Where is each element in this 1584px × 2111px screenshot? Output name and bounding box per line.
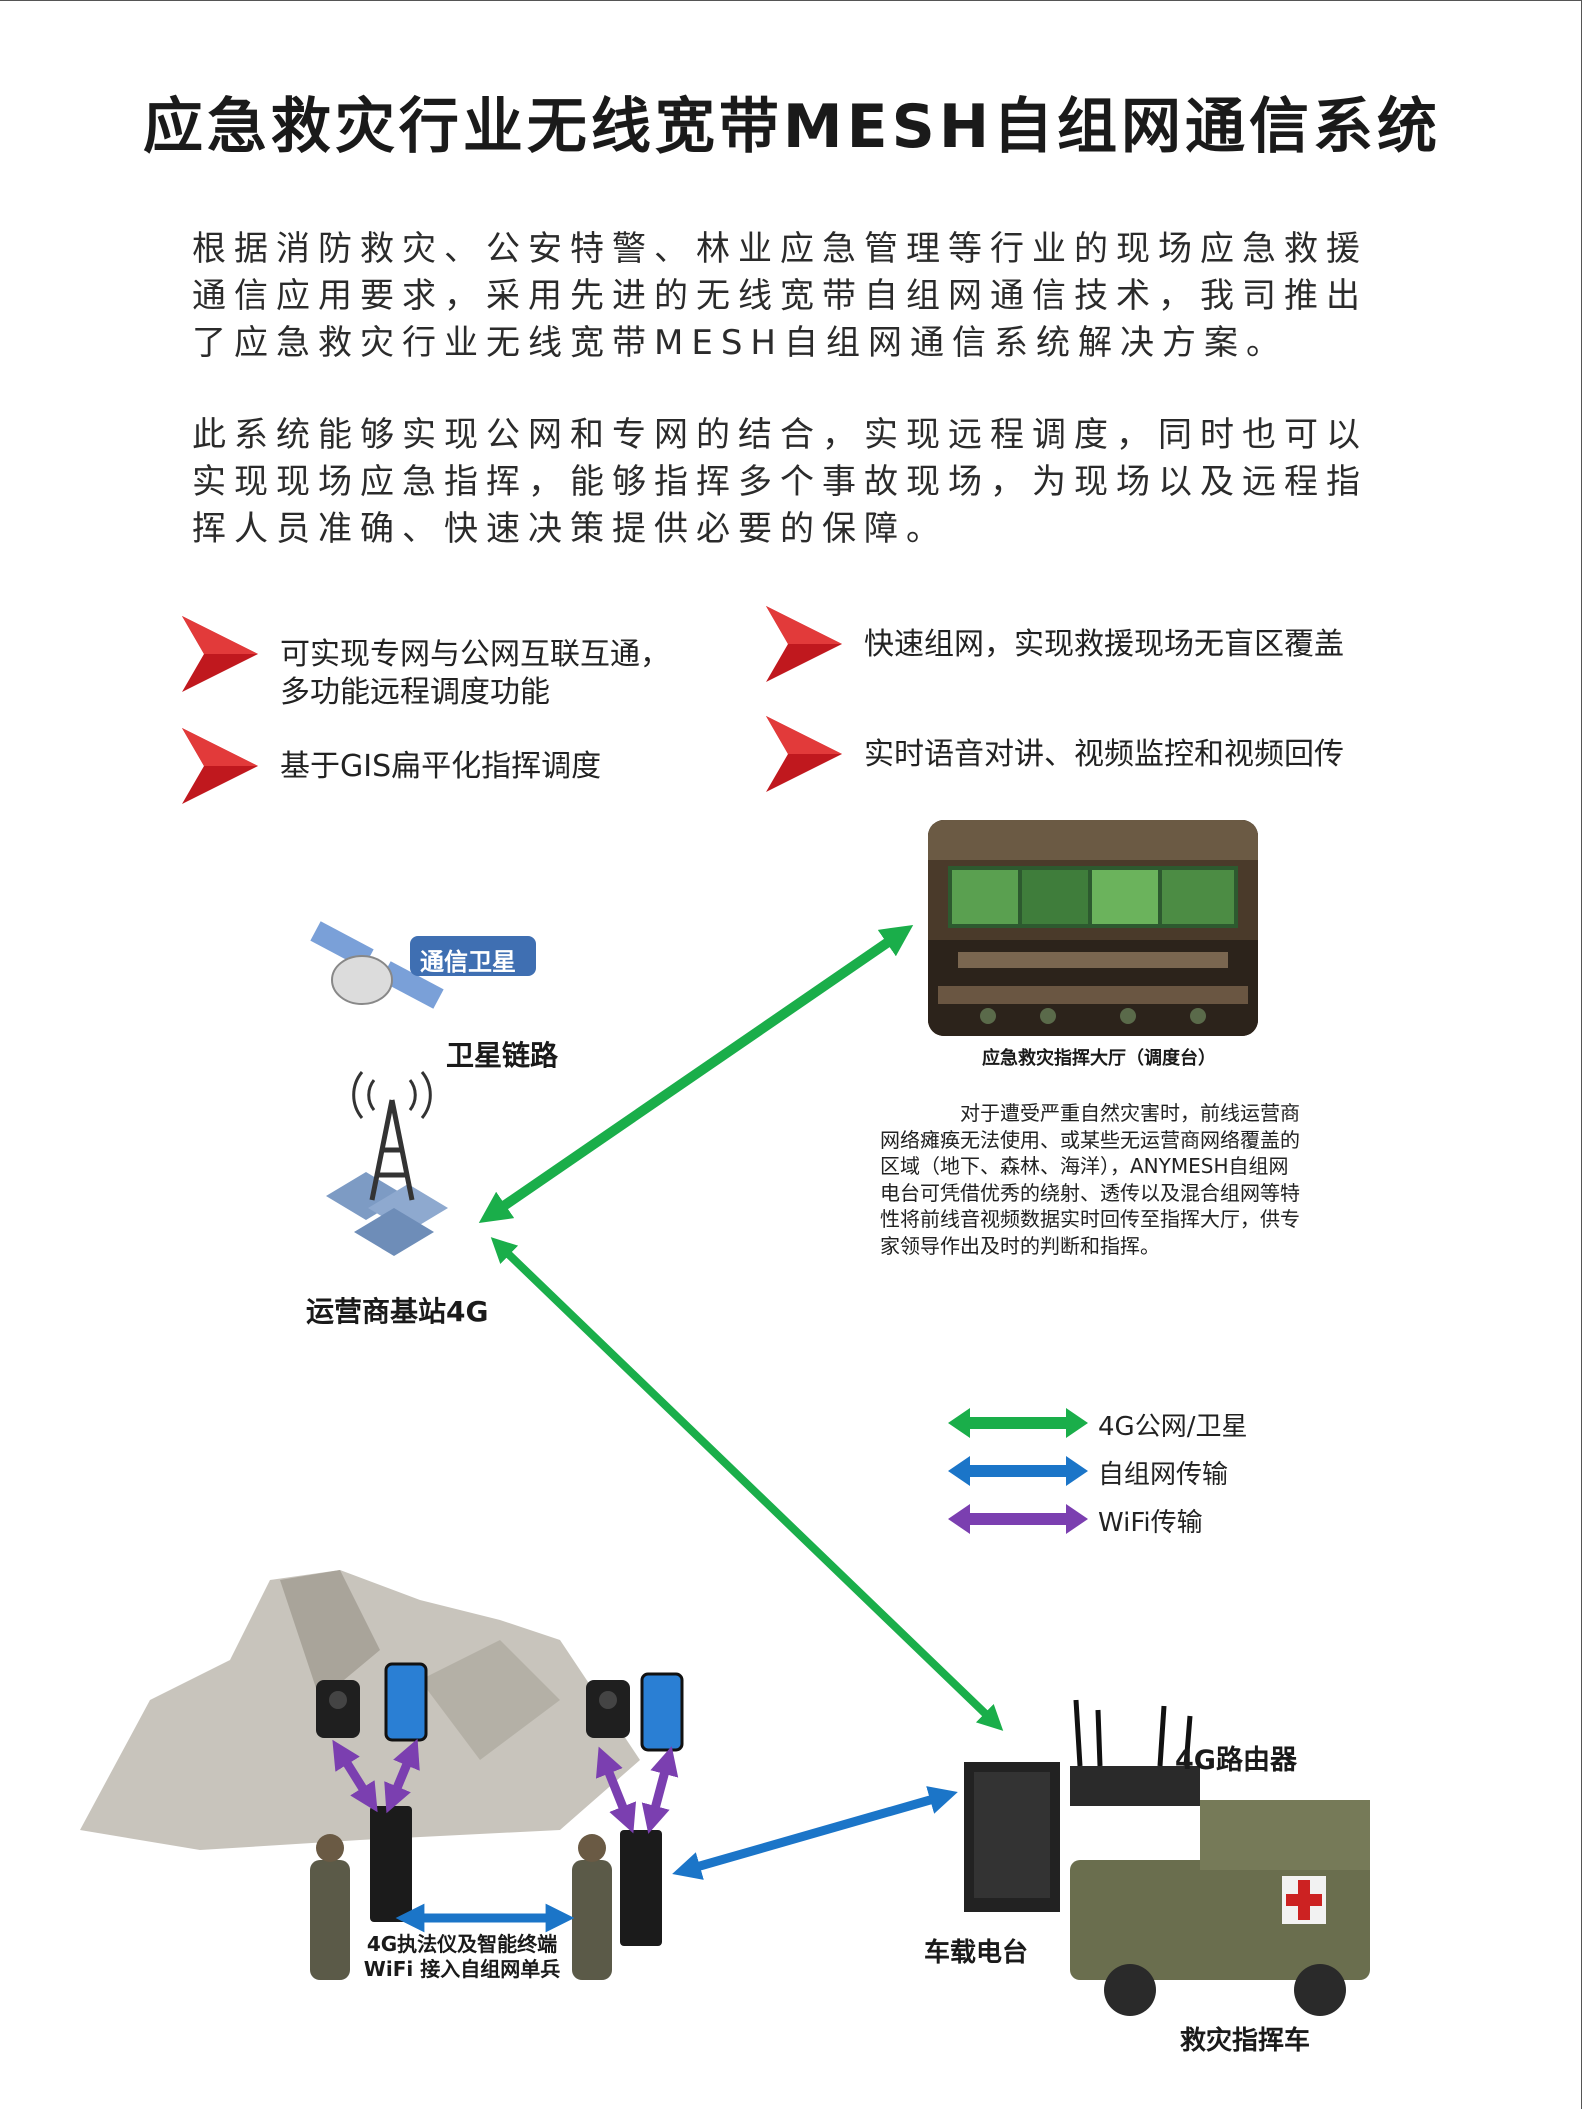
- feature-3-line-1: 基于GIS扁平化指挥调度: [280, 749, 602, 784]
- smartphone-icon: [640, 1672, 684, 1752]
- manpack-radio-icon: [620, 1830, 662, 1946]
- body-camera-icon: [586, 1680, 630, 1738]
- purple-double-arrow-icon: [948, 1504, 1088, 1534]
- command-vehicle-icon: [1070, 1800, 1370, 2016]
- legend-label: 4G公网/卫星: [1098, 1412, 1248, 1442]
- red-chevron-icon: [182, 728, 258, 804]
- command-vehicle-label: 救灾指挥车: [1180, 2026, 1311, 2056]
- red-chevron-icon: [766, 606, 842, 682]
- feature-4-line-1: 实时语音对讲、视频监控和视频回传: [864, 737, 1344, 772]
- body-camera-icon: [316, 1680, 360, 1738]
- soldier-label-line-1: 4G执法仪及智能终端: [366, 1932, 558, 1956]
- smartphone-icon: [384, 1662, 428, 1742]
- command-hall-caption: 应急救灾指挥大厅（调度台）: [982, 1048, 1216, 1069]
- legend-label: 自组网传输: [1098, 1460, 1229, 1490]
- satellite-badge-label: 通信卫星: [420, 948, 516, 976]
- link-wifi-phone-1: [384, 1738, 420, 1814]
- intro-paragraph-2: 此系统能够实现公网和专网的结合，实现远程调度，同时也可以实现现场应急指挥，能够指…: [192, 415, 1368, 549]
- link-tower-to-vehicle: [490, 1237, 1004, 1731]
- manpack-radio-icon: [370, 1806, 412, 1922]
- vehicle-radio-icon: [964, 1762, 1060, 1912]
- link-wifi-cam-1: [332, 1739, 378, 1813]
- blue-double-arrow-icon: [948, 1456, 1088, 1486]
- satellite-icon: [310, 921, 444, 1009]
- feature-1-line-2: 多功能远程调度功能: [280, 675, 550, 710]
- cell-tower-icon: [326, 1071, 448, 1256]
- legend-label: WiFi传输: [1098, 1508, 1203, 1538]
- command-hall-photo: [928, 820, 1258, 1036]
- green-double-arrow-icon: [948, 1408, 1088, 1438]
- base-station-label: 运营商基站4G: [306, 1295, 489, 1328]
- router-4g-icon: [1070, 1699, 1200, 1806]
- link-wifi-phone-2: [641, 1746, 679, 1834]
- link-wifi-cam-2: [595, 1746, 637, 1834]
- link-tower-to-hall: [478, 924, 914, 1224]
- feature-1-line-1: 可实现专网与公网互联互通，: [280, 637, 670, 672]
- red-chevron-icon: [182, 616, 258, 692]
- router-label: 4G路由器: [1175, 1745, 1297, 1776]
- feature-2-line-1: 快速组网，实现救援现场无盲区覆盖: [864, 627, 1344, 662]
- soldier-label-line-2: WiFi 接入自组网单兵: [363, 1957, 561, 1981]
- page-title: 应急救灾行业无线宽带MESH自组网通信系统: [142, 92, 1442, 162]
- soldier-icon: [310, 1834, 350, 1980]
- soldier-icon: [572, 1834, 612, 1980]
- vehicle-radio-label: 车载电台: [924, 1938, 1029, 1968]
- link-radio-to-vehicle: [672, 1786, 958, 1880]
- red-chevron-icon: [766, 716, 842, 792]
- intro-paragraph-1: 根据消防救灾、公安特警、林业应急管理等行业的现场应急救援通信应用要求，采用先进的…: [192, 229, 1368, 363]
- soldier-terminal-label: 4G执法仪及智能终端 WiFi 接入自组网单兵: [332, 1932, 592, 1982]
- satellite-link-label: 卫星链路: [446, 1039, 559, 1072]
